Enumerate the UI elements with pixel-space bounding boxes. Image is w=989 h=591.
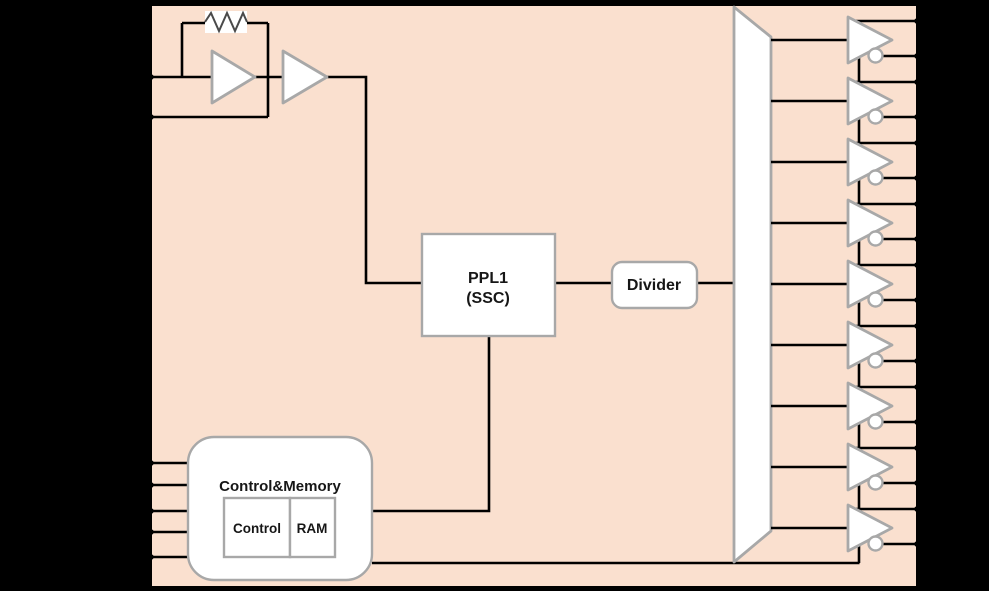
inverter-bubble-icon bbox=[867, 108, 884, 125]
ram-box bbox=[288, 496, 337, 559]
wires bbox=[142, 21, 860, 565]
ram-label: RAM bbox=[297, 521, 328, 536]
inverter-bubble-icon bbox=[867, 169, 884, 186]
pll-label-line2: (SSC) bbox=[466, 290, 510, 307]
inverter-bubble-icon bbox=[867, 352, 884, 369]
divider-block: Divider bbox=[610, 260, 699, 310]
inverter-bubble-icon bbox=[867, 474, 884, 491]
divider-label: Divider bbox=[627, 277, 681, 294]
inverter-bubble-icon bbox=[867, 291, 884, 308]
pll-to-control-wire bbox=[372, 336, 491, 513]
control-memory-title: Control&Memory bbox=[219, 478, 341, 495]
amplifier-triangle-icon bbox=[210, 49, 257, 105]
inverter-bubble-icon bbox=[867, 230, 884, 247]
control-label: Control bbox=[233, 521, 281, 536]
inverter-bubble-icon bbox=[867, 47, 884, 64]
output-buffers bbox=[771, 15, 929, 563]
pll-box bbox=[420, 232, 557, 338]
pll-label-line1: PPL1 bbox=[468, 270, 508, 287]
pll-block: PPL1 (SSC) bbox=[420, 232, 557, 338]
inverter-bubble-icon bbox=[867, 535, 884, 552]
divider-box bbox=[610, 260, 699, 310]
amplifier-triangle-icon bbox=[281, 49, 329, 105]
control-memory-block: Control&Memory Control RAM bbox=[142, 435, 374, 582]
osc-to-pll-wire bbox=[327, 75, 422, 285]
fanout-trapezoid-icon bbox=[732, 5, 773, 564]
inverter-bubble-icon bbox=[867, 413, 884, 430]
resistor-zigzag-icon bbox=[204, 10, 248, 34]
